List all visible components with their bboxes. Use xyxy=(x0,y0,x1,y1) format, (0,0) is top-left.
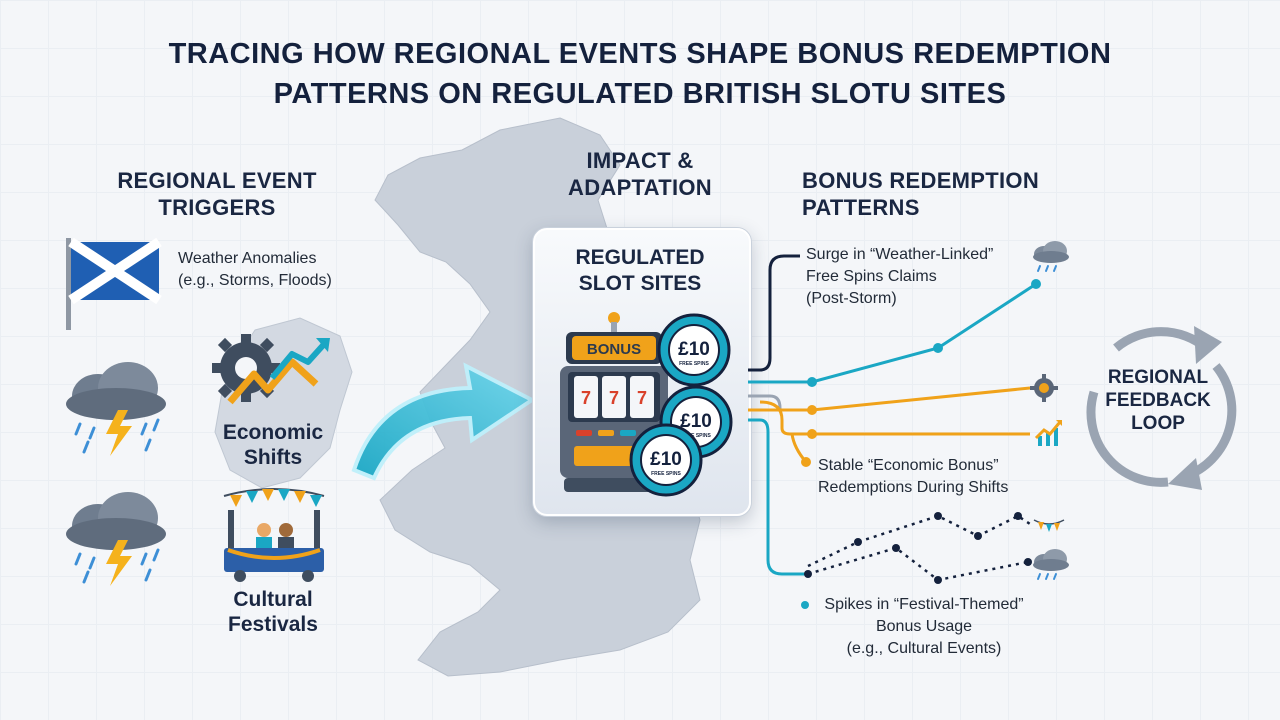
trend-up-icon xyxy=(1034,420,1062,446)
rain-cloud-icon xyxy=(1033,241,1069,272)
feedback-loop-icon xyxy=(1086,326,1237,490)
ten-pound-chip-icon-3: £10 FREE SPINS xyxy=(629,423,703,497)
festival-stall-icon xyxy=(223,488,325,582)
svg-text:7: 7 xyxy=(581,388,591,408)
storm-cloud-icon-2 xyxy=(66,492,166,586)
feedback-loop-label: REGIONAL FEEDBACK LOOP xyxy=(1105,367,1211,434)
svg-text:7: 7 xyxy=(637,388,647,408)
spikes-bullet xyxy=(801,601,809,609)
flow-arrow xyxy=(351,362,536,481)
dotted-line-a xyxy=(807,546,1029,582)
regulated-slot-sites-title: REGULATED SLOT SITES xyxy=(575,246,705,295)
svg-text:£10: £10 xyxy=(678,339,710,360)
ten-pound-chip-icon: £10 FREE SPINS xyxy=(657,313,731,387)
title-line-2: PATTERNS ON REGULATED BRITISH SLOTU SITE… xyxy=(273,78,1007,110)
bracket-line xyxy=(748,254,800,372)
surge-label: Surge in “Weather-Linked” Free Spins Cla… xyxy=(806,246,994,307)
svg-text:FREE SPINS: FREE SPINS xyxy=(651,471,681,477)
svg-text:FREE SPINS: FREE SPINS xyxy=(679,361,709,367)
svg-text:FREE SPINS: FREE SPINS xyxy=(681,433,711,439)
bonus-sign: BONUS xyxy=(587,341,641,358)
stable-label: Stable “Economic Bonus” Redemptions Duri… xyxy=(818,457,1009,496)
svg-text:7: 7 xyxy=(609,388,619,408)
spikes-label: Spikes in “Festival-Themed” Bonus Usage … xyxy=(824,596,1024,657)
teal-drop-line xyxy=(748,418,806,576)
economic-shifts-label: Economic Shifts xyxy=(222,421,324,469)
weather-anomalies-label: Weather Anomalies (e.g., Storms, Floods) xyxy=(178,250,332,289)
gear-trend-icon xyxy=(212,334,330,405)
page-title: TRACING HOW REGIONAL EVENTS SHAPE BONUS … xyxy=(0,34,1280,114)
svg-text:£10: £10 xyxy=(680,411,712,432)
orange-lower-line xyxy=(759,400,1030,436)
right-column-heading: BONUS REDEMPTION PATTERNS xyxy=(802,168,1040,220)
dotted-line-b xyxy=(807,514,1031,568)
scotland-flag-icon xyxy=(66,238,162,330)
bunting-icon xyxy=(1033,519,1065,532)
storm-cloud-icon xyxy=(66,362,166,456)
title-line-1: TRACING HOW REGIONAL EVENTS SHAPE BONUS … xyxy=(168,38,1112,70)
center-column-heading: IMPACT & ADAPTATION xyxy=(568,148,712,200)
rain-cloud-icon-2 xyxy=(1033,549,1069,580)
left-column-heading: REGIONAL EVENT TRIGGERS xyxy=(117,168,317,220)
orange-upper-line xyxy=(748,386,1031,412)
cultural-festivals-label: Cultural Festivals xyxy=(228,588,318,636)
gear-coin-icon xyxy=(1030,374,1058,402)
svg-text:£10: £10 xyxy=(650,449,682,470)
